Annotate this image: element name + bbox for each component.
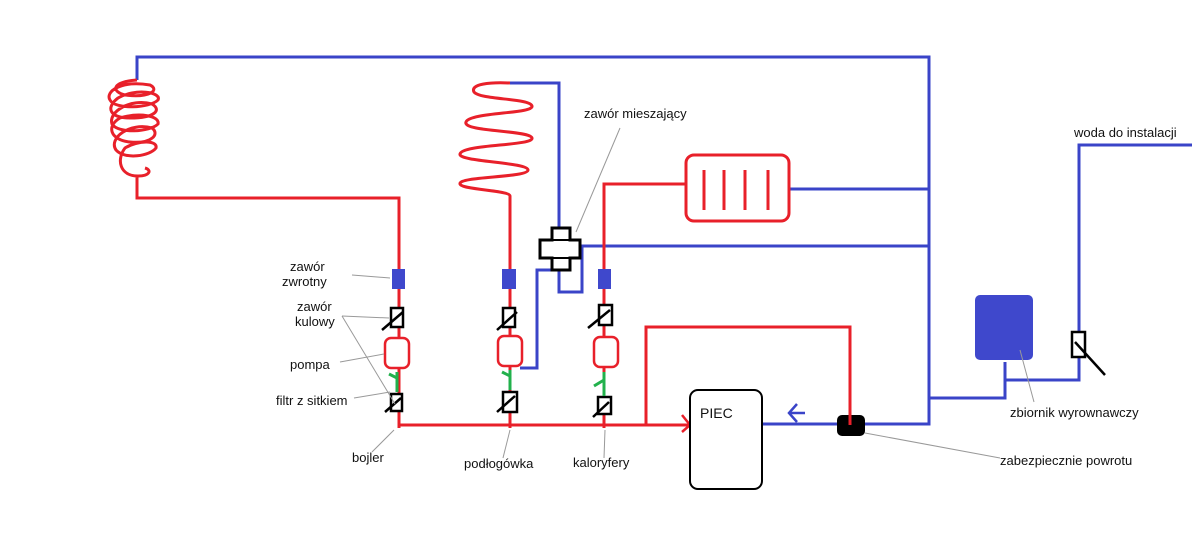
supply-header <box>397 423 690 428</box>
check-valves <box>392 269 611 289</box>
label-filtr: filtr z sitkiem <box>276 393 348 408</box>
label-zawor-mieszajacy: zawór mieszający <box>584 106 687 121</box>
radiator-body <box>684 153 791 223</box>
pump-kaloryfery <box>592 335 620 369</box>
return-underfloor-pump <box>520 268 559 370</box>
leader-lines <box>339 127 1035 459</box>
label-pompa: pompa <box>290 357 331 372</box>
return-mixing-branch <box>510 81 561 238</box>
labels: zawór zwrotny zawór kulowy pompa filtr z… <box>276 106 1177 471</box>
label-zabezpieczenie: zabezpiecznie powrotu <box>1000 453 1132 468</box>
label-kaloryfery: kaloryfery <box>573 455 630 470</box>
piec-safety-loop <box>644 325 852 425</box>
return-top-main <box>135 55 931 400</box>
underfloor-coil <box>458 81 534 428</box>
return-to-piec <box>762 400 931 426</box>
pumps <box>383 334 620 370</box>
label-woda-do-instalacji: woda do instalacji <box>1073 125 1177 140</box>
return-pipes <box>135 55 1192 426</box>
expansion-tank <box>975 295 1033 360</box>
check-valve-kaloryfery <box>598 269 611 289</box>
ball-valves <box>381 303 614 418</box>
label-zbiornik: zbiornik wyrownawczy <box>1010 405 1139 420</box>
label-bojler: bojler <box>352 450 384 465</box>
piec-label: PIEC <box>700 405 733 421</box>
label-zawor-zwrotny-1: zawór <box>290 259 325 274</box>
label-zawor-zwrotny-2: zwrotny <box>282 274 327 289</box>
return-supply-water <box>1005 143 1192 382</box>
boiler-coil <box>107 78 401 428</box>
return-from-mixing <box>557 244 929 294</box>
pump-podlogowka <box>496 334 524 368</box>
label-zawor-kulowy-1: zawór <box>297 299 332 314</box>
check-valve-podlogowka <box>502 269 516 289</box>
supply-pipes <box>107 78 852 428</box>
pump-bojler <box>383 336 411 370</box>
radiator <box>684 153 791 223</box>
check-valve-bojler <box>392 269 405 289</box>
label-zawor-kulowy-2: kulowy <box>295 314 335 329</box>
piec-box <box>689 389 763 490</box>
return-safety-device <box>837 415 865 436</box>
label-podlogowka: podłogówka <box>464 456 534 471</box>
return-tank <box>929 362 1007 400</box>
filters <box>388 370 606 396</box>
mixing-valve-icon <box>538 226 582 272</box>
